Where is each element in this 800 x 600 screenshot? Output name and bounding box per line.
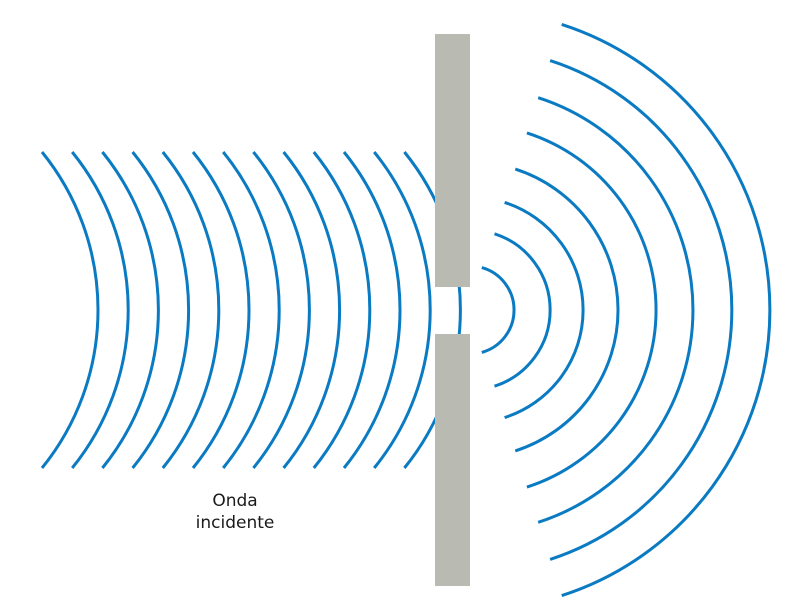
incident-wavefront — [312, 151, 372, 469]
diffracted-wavefronts — [481, 22, 772, 598]
incident-wavefront — [131, 151, 191, 469]
incident-wavefront — [191, 151, 251, 469]
barrier-bottom-segment — [435, 334, 470, 586]
incident-wavefront — [403, 151, 462, 469]
diffracted-wavefront — [537, 96, 695, 524]
diffracted-wavefront — [481, 266, 516, 354]
barrier-top-segment — [435, 34, 470, 287]
diffracted-wavefront — [549, 59, 734, 561]
incident-wavefront — [40, 151, 100, 469]
diffracted-wavefront — [514, 167, 620, 453]
incident-wave-label: Onda incidente — [170, 490, 300, 534]
incident-wavefront — [71, 151, 130, 469]
incident-wavefront — [342, 151, 402, 469]
diffracted-wavefront — [504, 200, 585, 420]
diffracted-wavefront — [526, 131, 658, 489]
incident-wavefront — [161, 151, 221, 469]
incident-wave-label-line1: Onda — [212, 491, 258, 511]
diffracted-wavefront — [561, 22, 772, 598]
incident-wave-label-line2: incidente — [195, 513, 275, 533]
incident-wavefront — [282, 151, 342, 469]
incident-wavefronts — [40, 151, 462, 469]
diffracted-wavefront — [494, 232, 552, 388]
incident-wavefront — [252, 151, 311, 469]
incident-wavefront — [222, 151, 281, 469]
incident-wavefront — [101, 151, 160, 469]
barrier — [435, 34, 470, 586]
incident-wavefront — [373, 151, 432, 469]
